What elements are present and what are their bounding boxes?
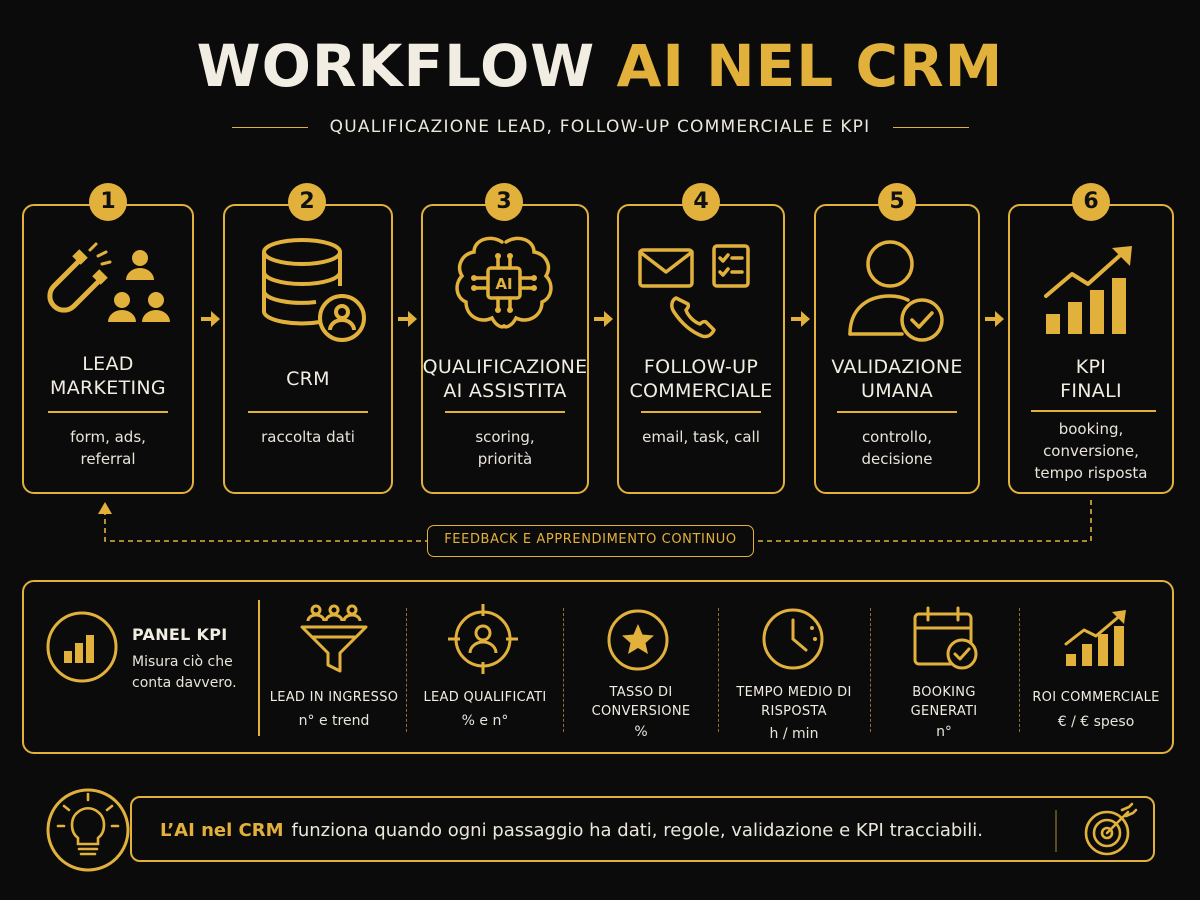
target-arrow-icon [1084,802,1138,856]
kpi-lead-in-ingresso-value: n° e trend [298,713,370,729]
step-5-divider [837,411,957,413]
title-workflow: WORKFLOW [196,32,596,100]
kpi-lead-qualificati-label: LEAD QUALIFICATI [423,690,547,705]
step-3-desc: scoring, priorità [475,428,535,468]
kpi-roi-value: € / € speso [1057,714,1135,730]
arrow-right-icon [985,311,1004,327]
user-check-icon [848,240,944,342]
step-3-badge: 3 [485,183,523,221]
step-4-badge: 4 [682,183,720,221]
kpi-lead-in-ingresso-label: LEAD IN INGRESSO [269,690,399,705]
bottom-text: funziona quando ogni passaggio ha dati, … [291,820,984,841]
magnet-users-icon [47,242,170,322]
kpi-separator [406,608,407,732]
step-1-badge: 1 [89,183,127,221]
kpi-separator [718,608,719,732]
kpi-lead-qualificati-value: % e n° [461,713,509,729]
step-2-title: CRM [286,368,330,390]
step-6-badge: 6 [1072,183,1110,221]
feedback-label: FEEDBACK E APPRENDIMENTO CONTINUO [427,525,754,557]
kpi-roi-label: ROI COMMERCIALE [1032,690,1160,705]
step-4-title: FOLLOW-UP COMMERCIALE [629,356,773,402]
arrow-right-icon [201,311,220,327]
kpi-panel-desc: Misura ciò che conta davvero. [132,654,237,691]
target-user-icon [448,604,518,674]
step-1-divider [48,411,168,413]
step-2-badge: 2 [288,183,326,221]
step-4-desc: email, task, call [642,428,760,446]
email-task-phone-icon [638,244,750,339]
step-3-title: QUALIFICAZIONE AI ASSISTITA [422,356,588,402]
bottom-divider [1055,810,1057,852]
step-5-desc: controllo, decisione [861,428,933,468]
step-6-title: KPI FINALI [1060,356,1122,402]
bar-chart-icon [46,611,118,683]
lightbulb-icon [46,788,130,872]
funnel-icon [300,604,368,673]
kpi-panel-title: PANEL KPI [132,625,228,644]
kpi-tasso-conversione-label: TASSO DI CONVERSIONE [591,685,691,719]
step-3-divider [445,411,565,413]
step-5-title: VALIDAZIONE UMANA [831,356,963,402]
calendar-check-icon [913,606,978,670]
star-badge-icon [607,609,669,671]
kpi-tempo-medio-value: h / min [769,726,819,742]
growth-chart-icon [1044,246,1132,334]
kpi-panel [22,580,1174,754]
step-1-desc: form, ads, referral [70,428,146,468]
feedback-loop-line [98,500,1092,542]
kpi-tasso-conversione-value: % [634,724,648,740]
svg-text:AI: AI [495,275,512,293]
step-2-desc: raccolta dati [261,428,355,446]
page-subtitle: QUALIFICAZIONE LEAD, FOLLOW-UP COMMERCIA… [329,117,871,137]
subtitle-line-left [232,127,308,128]
step-4-divider [641,411,761,413]
bottom-message-bar [130,796,1155,862]
kpi-separator [870,608,871,732]
arrow-right-icon [791,311,810,327]
bottom-highlight: L’AI nel CRM [160,820,284,841]
arrow-right-icon [594,311,613,327]
kpi-separator [563,608,564,732]
step-6-divider [1031,410,1156,412]
kpi-tempo-medio-label: TEMPO MEDIO DI RISPOSTA [736,685,852,719]
step-1-title: LEAD MARKETING [50,353,166,399]
clock-icon [762,608,824,670]
title-ai-nel-crm: AI NEL CRM [616,32,1004,100]
kpi-booking-label: BOOKING GENERATI [910,685,978,719]
page-title: WORKFLOW AI NEL CRM [0,28,1200,104]
subtitle-line-right [893,127,969,128]
arrow-right-icon [398,311,417,327]
kpi-panel-divider [258,600,260,736]
step-5-badge: 5 [878,183,916,221]
step-2-divider [248,411,368,413]
ai-brain-icon: AI [455,236,553,329]
kpi-booking-value: n° [936,724,952,740]
database-user-icon [262,238,366,342]
step-6-desc: booking, conversione, tempo risposta [1034,420,1148,482]
bar-growth-icon [1064,610,1126,666]
kpi-separator [1019,608,1020,732]
bottom-message: L’AI nel CRM funziona quando ogni passagg… [160,818,983,844]
